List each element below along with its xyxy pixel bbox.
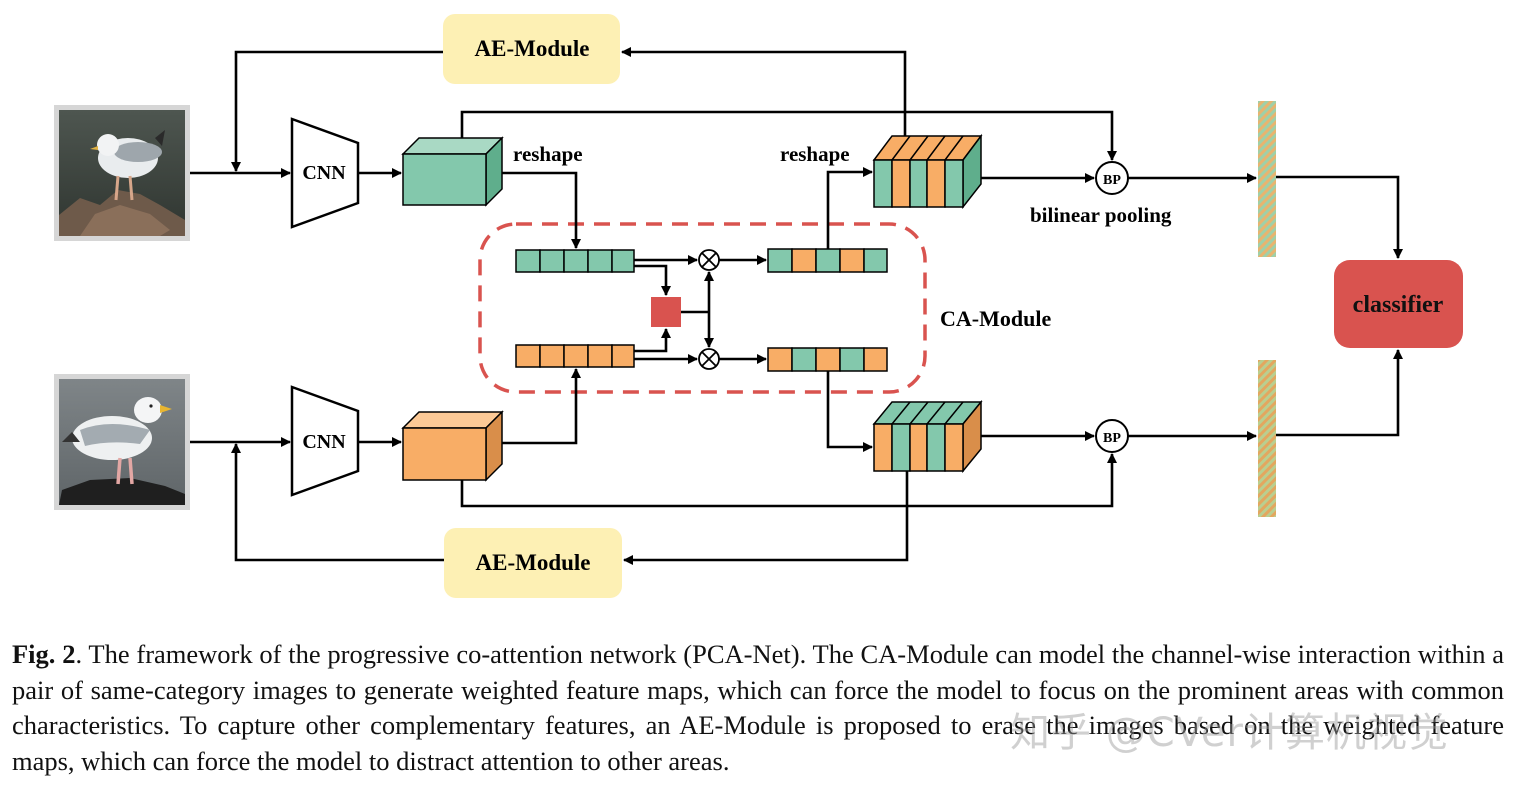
cnn-label-top: CNN: [302, 162, 346, 184]
caption-text: . The framework of the progressive co-at…: [12, 639, 1504, 776]
bp-label-bottom: BP: [1103, 431, 1121, 446]
ca-module-label: CA-Module: [940, 306, 1051, 331]
classifier-label: classifier: [1353, 292, 1444, 318]
multiply-icon-top: [698, 249, 720, 271]
interaction-square: [651, 297, 681, 327]
pooled-vector-bottom: [1258, 360, 1276, 517]
vector-mixed-out-bottom: [767, 347, 888, 372]
vector-orange-in: [515, 344, 635, 368]
pca-net-diagram: CNN CNN AE-Module AE-Module CA-Module: [54, 14, 1463, 598]
gull-photo-bottom: [54, 374, 190, 510]
ae-module-bottom: [444, 528, 622, 598]
connectors: [190, 47, 1403, 565]
multiply-icon-bottom: [698, 348, 720, 370]
watermark: 知乎 @CVer计算机视觉: [1010, 710, 1449, 756]
ae-module-top: [443, 14, 620, 84]
bilinear-pooling-label: bilinear pooling: [1030, 203, 1172, 227]
ae-module-bottom-label: AE-Module: [476, 550, 591, 575]
vector-teal-in: [515, 249, 635, 273]
ca-module-region: [478, 222, 927, 394]
feature-cube-bottom: [401, 410, 504, 482]
feature-cube-top: [401, 136, 504, 207]
cnn-block-bottom: [290, 385, 360, 497]
gull-photo-top: [54, 105, 190, 241]
classifier-box: [1334, 260, 1463, 348]
reshape-label-left: reshape: [513, 142, 583, 166]
weighted-cube-bottom: [872, 399, 983, 474]
ae-module-top-label: AE-Module: [475, 36, 590, 61]
bp-label-top: BP: [1103, 173, 1121, 188]
weighted-cube-top: [872, 133, 983, 210]
pooled-vector-top: [1258, 101, 1276, 257]
reshape-label-right: reshape: [780, 142, 850, 166]
figure-caption: Fig. 2. The framework of the progressive…: [12, 637, 1504, 779]
figure-label: Fig. 2: [12, 639, 76, 669]
vector-mixed-out-top: [767, 248, 888, 273]
cnn-label-bottom: CNN: [302, 431, 346, 453]
cnn-block-top: [290, 117, 360, 229]
